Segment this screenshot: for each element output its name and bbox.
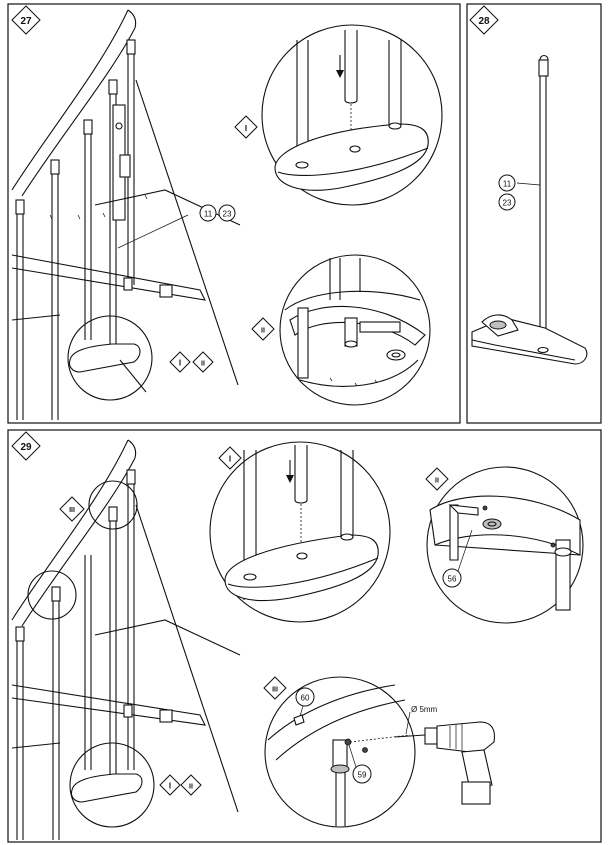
part-callout-59: 59 (352, 764, 372, 784)
svg-text:II: II (261, 328, 265, 335)
detail-ref-II-29: II (180, 774, 202, 796)
magnifier-circle-29c (69, 742, 155, 828)
drill-icon (394, 721, 496, 805)
panel-step-27: 27 (7, 3, 461, 424)
step-number-29: 29 (20, 442, 32, 453)
magnifier-circle-29b (88, 480, 138, 530)
detail-ref-I-29: I (159, 774, 181, 796)
svg-text:II: II (201, 361, 205, 368)
svg-text:II: II (435, 478, 439, 485)
panel-step-28: 28 11 23 (466, 3, 602, 424)
magnifier-circle-29a (27, 570, 77, 620)
svg-text:23: 23 (503, 199, 512, 208)
svg-text:11: 11 (204, 210, 213, 219)
step-number-27: 27 (20, 16, 32, 27)
magnifier-circle-27 (67, 315, 153, 401)
part-callout-60: 60 (295, 687, 315, 707)
svg-text:59: 59 (358, 771, 367, 780)
stair-railing-drawing-27 (11, 9, 241, 420)
detail-view-II-27: II (251, 254, 431, 406)
step-number-28: 28 (478, 16, 490, 27)
detail-view-I-29: I (209, 441, 391, 623)
detail-view-I-27: I (234, 24, 443, 206)
part-callout-56: 56 (442, 568, 462, 588)
svg-text:56: 56 (448, 575, 457, 584)
step-badge-27: 27 (11, 5, 41, 35)
stair-railing-drawing-29 (11, 439, 241, 840)
detail-ref-II-27: II (192, 351, 214, 373)
panel-step-29: 29 III (7, 429, 602, 843)
detail-view-III-29: III 60 59 (263, 676, 416, 828)
svg-text:I: I (179, 359, 181, 368)
part-callout-11: 11 (199, 204, 217, 222)
svg-text:I: I (229, 455, 231, 464)
down-arrow-icon-29 (286, 460, 294, 483)
svg-text:11: 11 (503, 180, 512, 189)
detail-ref-I-27: I (169, 351, 191, 373)
baluster-drawing-28 (471, 54, 588, 365)
part-callout-11-28: 11 (498, 174, 516, 192)
svg-text:I: I (169, 782, 171, 791)
down-arrow-icon (336, 55, 344, 78)
step-badge-29: 29 (11, 431, 41, 461)
svg-text:I: I (245, 124, 247, 133)
drill-size-label: Ø 5mm (411, 705, 438, 714)
detail-view-II-29: II 56 (425, 466, 584, 624)
detail-ref-III-29: III (59, 496, 85, 522)
svg-text:23: 23 (223, 210, 232, 219)
allen-key-icon (448, 504, 479, 561)
part-callout-23-28: 23 (498, 193, 516, 211)
svg-text:III: III (272, 687, 278, 694)
svg-text:60: 60 (301, 694, 310, 703)
svg-text:III: III (69, 507, 75, 514)
step-badge-28: 28 (469, 5, 499, 35)
callout-leader-27 (117, 214, 189, 249)
part-callout-23: 23 (218, 204, 236, 222)
svg-text:II: II (189, 784, 193, 791)
